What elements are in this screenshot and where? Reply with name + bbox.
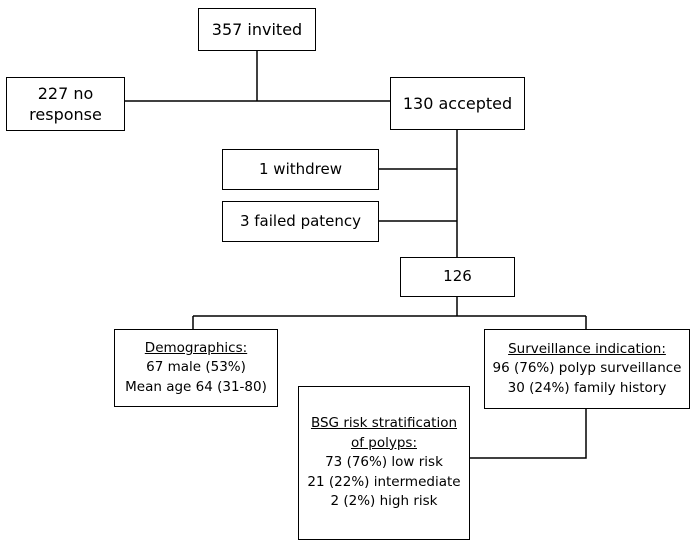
withdrew-box: 1 withdrew	[222, 149, 379, 190]
surveillance-text: Surveillance indication: 96 (76%) polyp …	[493, 340, 682, 399]
no-response-box: 227 no response	[6, 77, 125, 131]
demographics-box: Demographics: 67 male (53%) Mean age 64 …	[114, 329, 278, 407]
remaining-label: 126	[443, 267, 472, 286]
bsg-line3: 2 (2%) high risk	[330, 493, 438, 510]
no-response-text: 227 no response	[29, 83, 102, 126]
surveillance-box: Surveillance indication: 96 (76%) polyp …	[484, 329, 690, 409]
no-response-line2: response	[29, 105, 102, 124]
withdrew-label: 1 withdrew	[259, 159, 342, 178]
failed-patency-label: 3 failed patency	[239, 211, 362, 230]
surveillance-line1: 96 (76%) polyp surveillance	[492, 360, 682, 377]
bsg-heading-line2: of polyps:	[350, 434, 417, 451]
bsg-text: BSG risk stratification of polyps: 73 (7…	[307, 414, 460, 512]
demographics-heading: Demographics:	[144, 339, 248, 356]
demographics-line2: Mean age 64 (31-80)	[125, 378, 267, 395]
demographics-text: Demographics: 67 male (53%) Mean age 64 …	[125, 339, 267, 398]
bsg-line2: 21 (22%) intermediate	[307, 473, 461, 490]
failed-patency-box: 3 failed patency	[222, 201, 379, 242]
surveillance-line2: 30 (24%) family history	[507, 379, 667, 396]
invited-box: 357 invited	[198, 8, 316, 51]
invited-label: 357 invited	[211, 19, 303, 39]
bsg-line1: 73 (76%) low risk	[325, 454, 443, 471]
no-response-line1: 227 no	[37, 83, 94, 103]
bsg-heading-line1: BSG risk stratification	[310, 415, 458, 432]
surveillance-heading: Surveillance indication:	[508, 340, 666, 357]
accepted-box: 130 accepted	[390, 77, 525, 130]
demographics-line1: 67 male (53%)	[146, 359, 246, 376]
accepted-label: 130 accepted	[402, 93, 513, 113]
bsg-box: BSG risk stratification of polyps: 73 (7…	[298, 386, 470, 540]
remaining-box: 126	[400, 257, 515, 297]
connector-surveillance-bsg	[469, 408, 587, 459]
